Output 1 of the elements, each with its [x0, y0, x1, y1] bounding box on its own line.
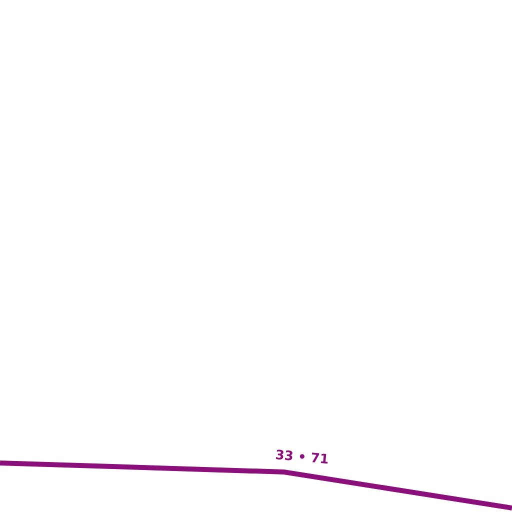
route-number-label: 33 • 71: [274, 448, 330, 468]
